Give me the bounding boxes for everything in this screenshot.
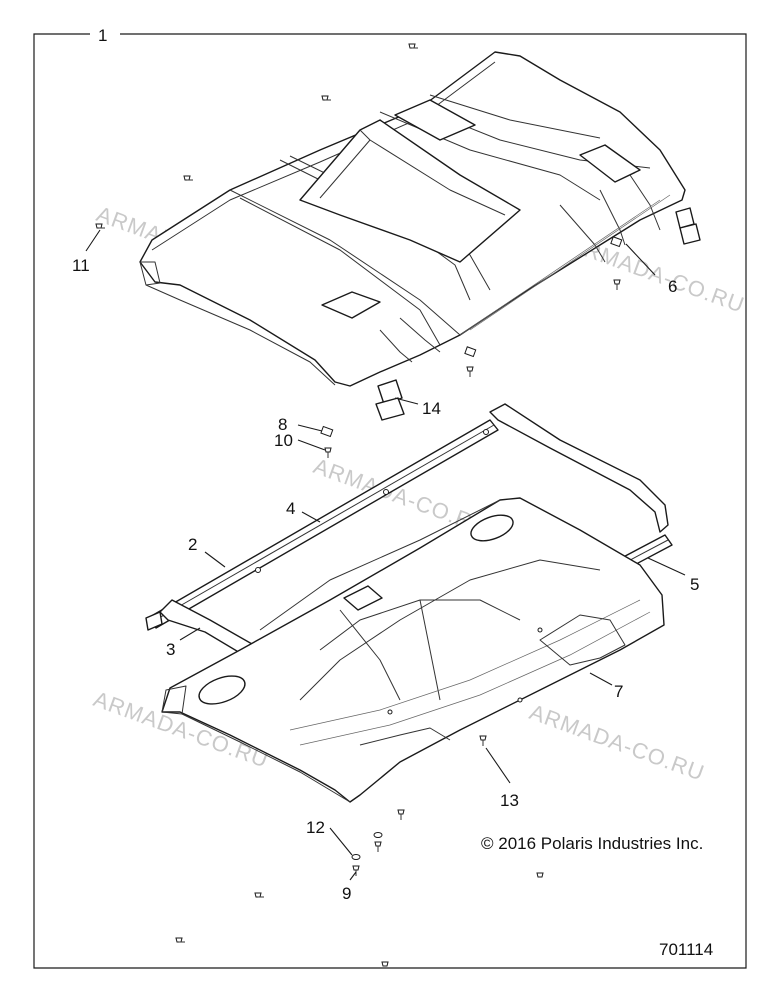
- speaker-cutout-rear: [470, 514, 514, 542]
- dome-light-cutout: [343, 585, 383, 611]
- watermark-5: ARMADA-CO.RU: [526, 699, 708, 786]
- diagram-frame: [33, 33, 747, 969]
- callout-6: 6: [668, 277, 677, 296]
- callout-11: 11: [72, 256, 90, 275]
- drawing-number: 701114: [659, 940, 713, 959]
- callout-1: 1: [98, 26, 107, 45]
- roof-center-panel: [299, 119, 521, 263]
- clip-fastener: [464, 346, 477, 358]
- roof-vent-rear: [394, 99, 476, 141]
- headliner-7: [161, 497, 665, 803]
- callout-14: 14: [422, 399, 441, 418]
- callout-8: 8: [278, 415, 287, 434]
- callout-labels: 1 11 6 14 8 10 4 2 3 5 7 13 12 9: [72, 26, 699, 903]
- callout-12: 12: [306, 818, 325, 837]
- clip-fastener: [610, 236, 623, 248]
- screw-10: [324, 447, 332, 453]
- speaker-cutout-front: [198, 675, 246, 705]
- roof-vent-right: [579, 144, 641, 183]
- callout-10: 10: [274, 431, 293, 450]
- headliner-outline: [161, 497, 665, 803]
- leader-lines: [85, 229, 686, 881]
- callout-13: 13: [500, 791, 519, 810]
- lower-fasteners: [175, 425, 544, 967]
- roof-top: [139, 51, 686, 387]
- screw-9: [352, 865, 360, 871]
- callout-9: 9: [342, 884, 351, 903]
- copyright-notice: © 2016 Polaris Industries Inc.: [481, 834, 703, 853]
- rear-bow: [489, 403, 669, 533]
- screw-group: [95, 43, 621, 377]
- callout-7: 7: [614, 682, 623, 701]
- callout-3: 3: [166, 640, 175, 659]
- callout-2: 2: [188, 535, 197, 554]
- callout-4: 4: [286, 499, 295, 518]
- screw-13: [479, 735, 487, 741]
- roof-vent-front: [321, 291, 381, 319]
- washer-12: [351, 854, 361, 860]
- clip-fastener-8: [320, 425, 334, 438]
- callout-5: 5: [690, 575, 699, 594]
